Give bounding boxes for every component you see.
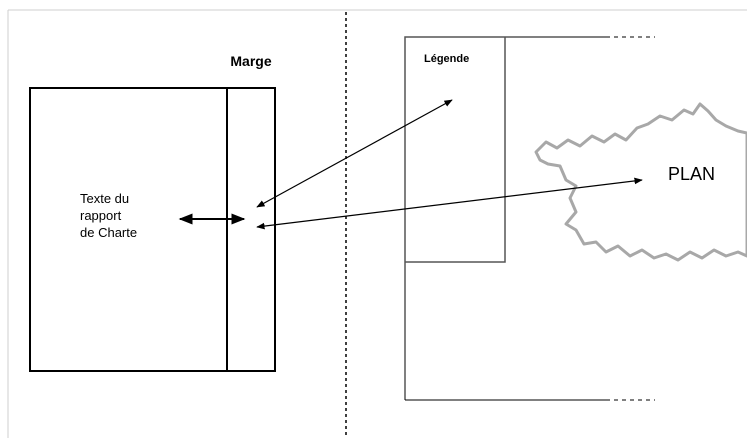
legend-connector-arrow bbox=[256, 99, 453, 208]
report-text-line-3: de Charte bbox=[80, 225, 137, 240]
plan-label: PLAN bbox=[668, 164, 715, 184]
margin-label: Marge bbox=[230, 53, 271, 69]
report-text-line-2: rapport bbox=[80, 208, 122, 223]
report-page-box bbox=[29, 87, 276, 372]
legend-box bbox=[404, 36, 506, 263]
report-text-line-1: Texte du bbox=[80, 191, 129, 206]
map-outline bbox=[534, 102, 747, 262]
plan-connector-arrow bbox=[256, 177, 643, 230]
legend-label: Légende bbox=[424, 53, 469, 65]
